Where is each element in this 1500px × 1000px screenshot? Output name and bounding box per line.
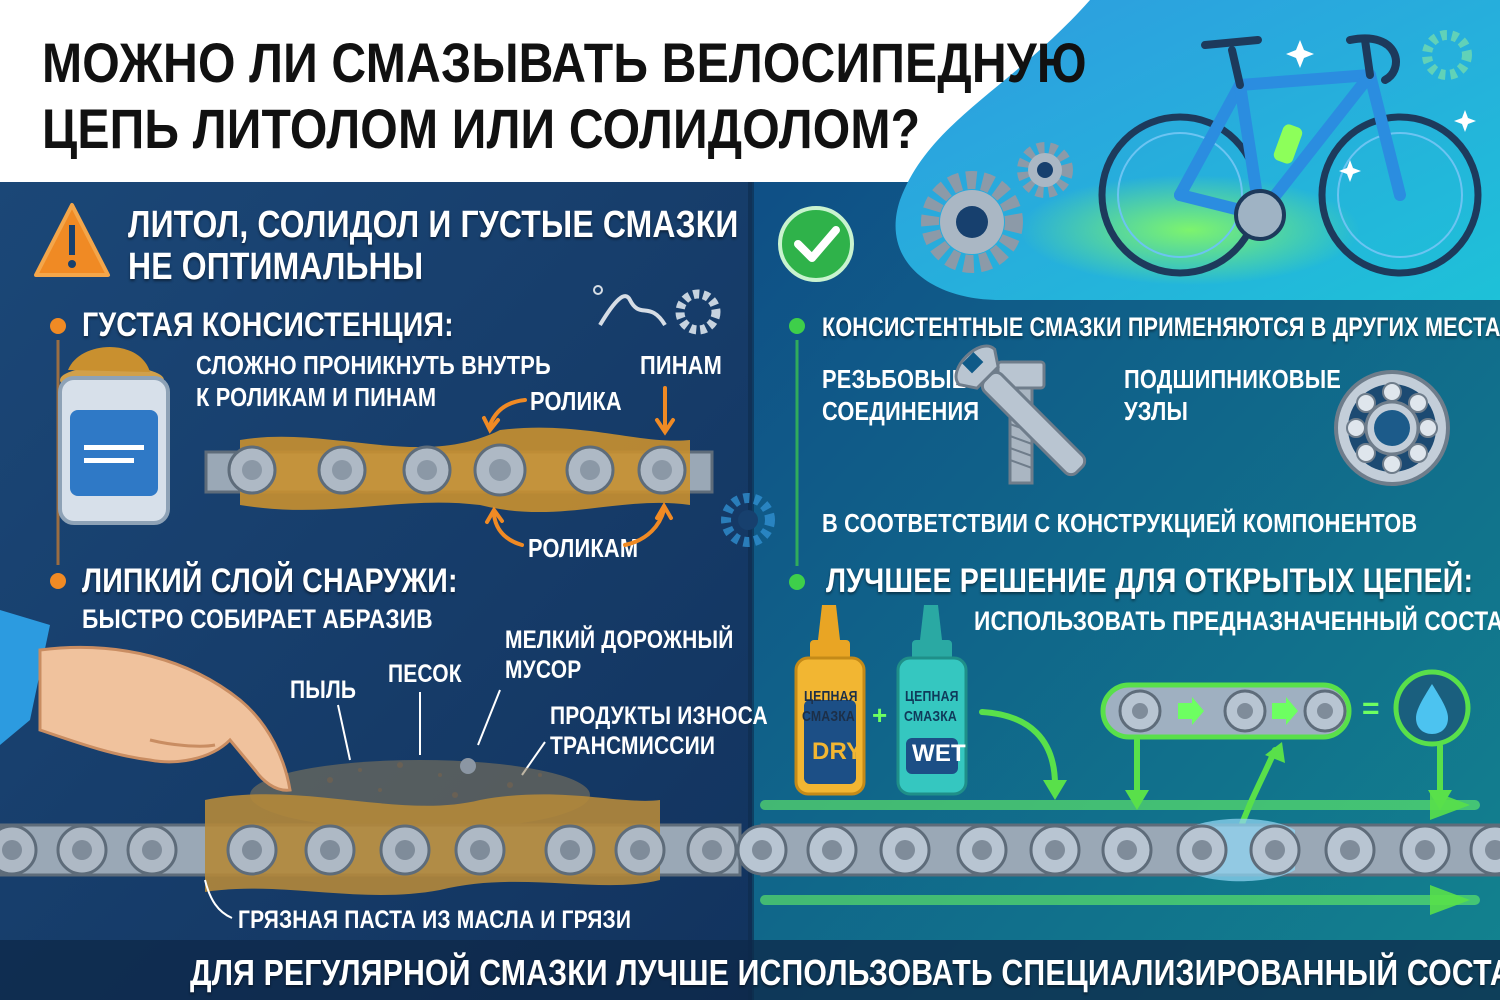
water-drop-icon	[1416, 684, 1448, 734]
left-point1-line1: СЛОЖНО ПРОНИКНУТЬ ВНУТРЬ	[196, 350, 551, 380]
label-paste: ГРЯЗНАЯ ПАСТА ИЗ МАСЛА И ГРЯЗИ	[238, 906, 632, 934]
dry-bottle-type: DRY	[812, 738, 863, 765]
wet-bottle-line1: ЦЕПНАЯ	[905, 688, 959, 705]
left-point2-title: ЛИПКИЙ СЛОЙ СНАРУЖИ:	[82, 562, 458, 600]
right-point1-title: КОНСИСТЕНТНЫЕ СМАЗКИ ПРИМЕНЯЮТСЯ В ДРУГИ…	[822, 312, 1500, 342]
wet-bottle-type: WET	[912, 740, 966, 767]
bearing-line1: ПОДШИПНИКОВЫЕ	[1124, 364, 1341, 394]
label-debris-line1: МЕЛКИЙ ДОРОЖНЫЙ	[505, 626, 734, 654]
left-heading-line1: ЛИТОЛ, СОЛИДОЛ И ГУСТЫЕ СМАЗКИ	[128, 204, 739, 246]
bearing-line2: УЗЛЫ	[1124, 396, 1189, 426]
left-point1-title: ГУСТАЯ КОНСИСТЕНЦИЯ:	[82, 306, 454, 344]
threaded-line2: СОЕДИНЕНИЯ	[822, 396, 980, 426]
label-rolikam: РОЛИКАМ	[528, 533, 639, 563]
right-point2-line1: ИСПОЛЬЗОВАТЬ ПРЕДНАЗНАЧЕННЫЙ СОСТАВ	[974, 606, 1500, 636]
left-point1-line2: К РОЛИКАМ И ПИНАМ	[196, 382, 437, 412]
label-debris-line2: МУСОР	[505, 656, 582, 684]
page-title-line2: ЦЕПЬ ЛИТОЛОМ ИЛИ СОЛИДОЛОМ?	[42, 97, 921, 160]
dry-bottle-line1: ЦЕПНАЯ	[804, 688, 858, 705]
plus-sign: +	[872, 700, 888, 730]
dry-bottle-line2: СМАЗКА	[802, 708, 855, 725]
label-sand: ПЕСОК	[388, 660, 462, 688]
footer-text: ДЛЯ РЕГУЛЯРНОЙ СМАЗКИ ЛУЧШЕ ИСПОЛЬЗОВАТЬ…	[190, 952, 1500, 993]
label-dust: ПЫЛЬ	[290, 676, 357, 704]
label-wear-line2: ТРАНСМИССИИ	[550, 732, 716, 760]
wet-bottle-line2: СМАЗКА	[904, 708, 957, 725]
label-pinam: ПИНАМ	[640, 350, 722, 380]
label-rolika: РОЛИКА	[530, 386, 622, 416]
threaded-line1: РЕЗЬБОВЫЕ	[822, 364, 967, 394]
hand-icon	[0, 610, 292, 792]
left-point2-line1: БЫСТРО СОБИРАЕТ АБРАЗИВ	[82, 604, 433, 634]
equals-sign: =	[1362, 692, 1380, 725]
design-note: В СООТВЕТСТВИИ С КОНСТРУКЦИЕЙ КОМПОНЕНТО…	[822, 508, 1418, 538]
left-heading-line2: НЕ ОПТИМАЛЬНЫ	[128, 246, 424, 288]
label-wear-line1: ПРОДУКТЫ ИЗНОСА	[550, 702, 768, 730]
page-title-line1: МОЖНО ЛИ СМАЗЫВАТЬ ВЕЛОСИПЕДНУЮ	[42, 31, 1087, 94]
right-point2-title: ЛУЧШЕЕ РЕШЕНИЕ ДЛЯ ОТКРЫТЫХ ЦЕПЕЙ:	[826, 562, 1474, 600]
